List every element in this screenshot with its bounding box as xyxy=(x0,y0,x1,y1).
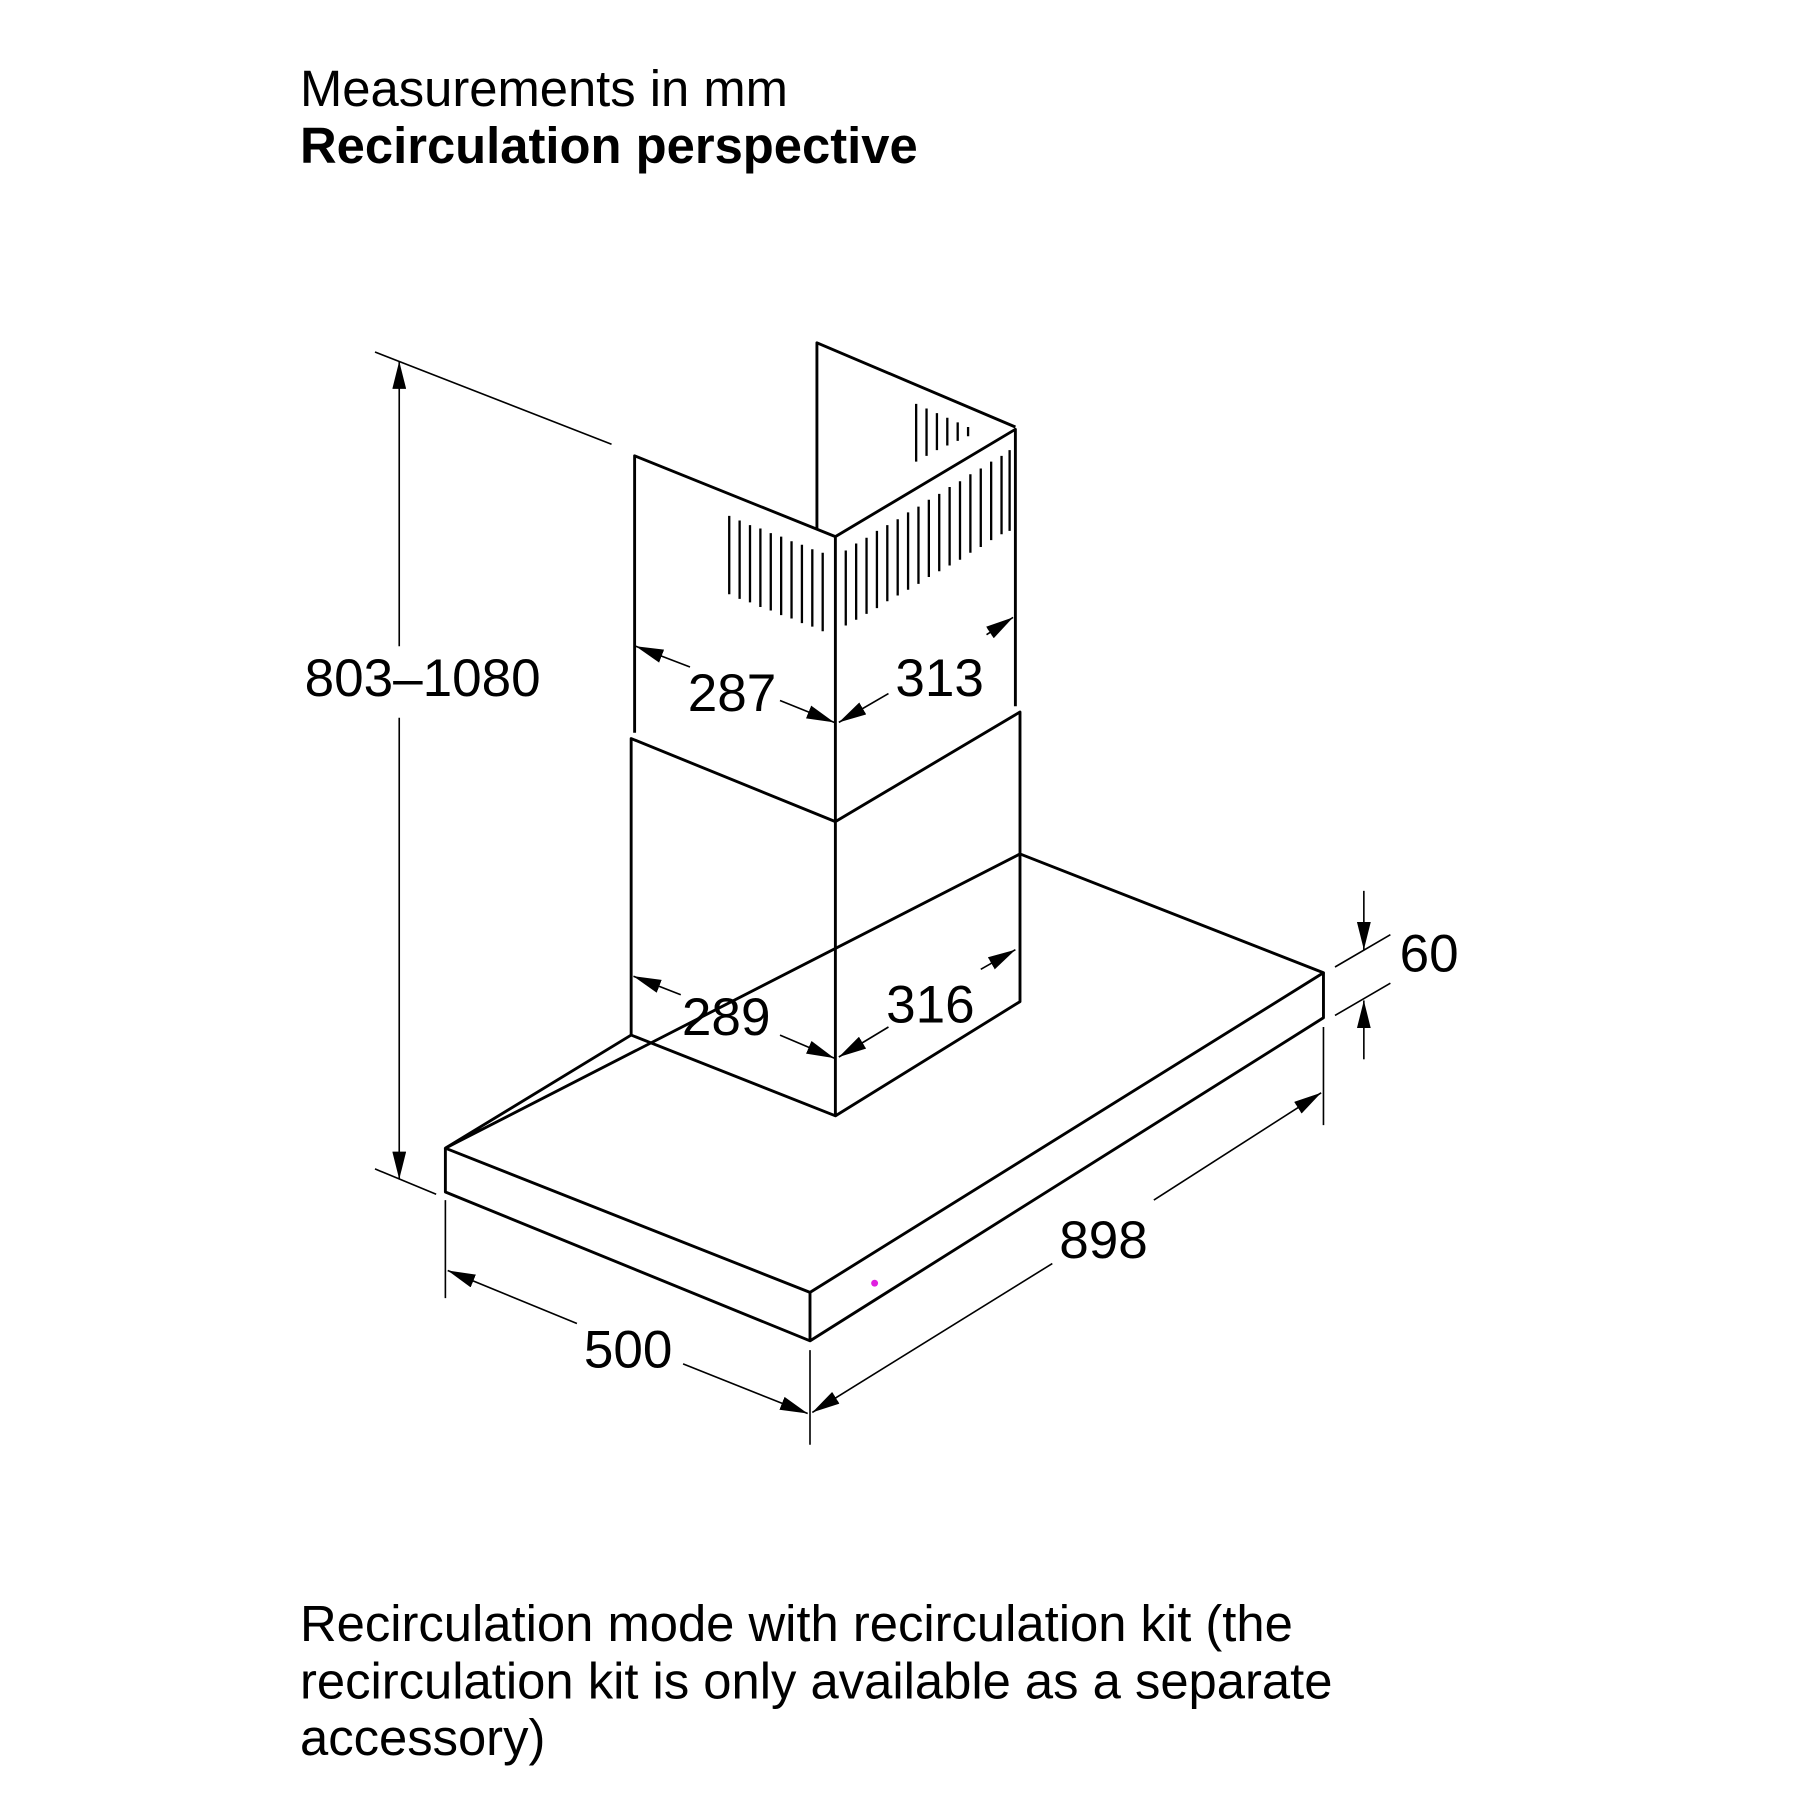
dim-canopy-width: 898 xyxy=(1059,1211,1148,1270)
dim-upper-depth: 287 xyxy=(688,664,777,723)
dim-height-range: 803–1080 xyxy=(305,649,541,708)
hood-drawing xyxy=(443,341,1325,1343)
dim-canopy-thickness: 60 xyxy=(1400,925,1459,984)
dim-lower-width: 316 xyxy=(886,975,975,1034)
footer-line: recirculation kit is only available as a… xyxy=(300,1653,1332,1710)
canopy-front xyxy=(443,972,1325,1343)
dimension-lines xyxy=(374,351,1391,1445)
dim-canopy-depth: 500 xyxy=(584,1320,673,1379)
footer-line: Recirculation mode with recirculation ki… xyxy=(300,1595,1293,1652)
vent-slots xyxy=(728,403,1011,632)
canopy-top xyxy=(443,852,1325,1294)
footer-note: Recirculation mode with recirculation ki… xyxy=(300,1595,1332,1766)
units-note: Measurements in mm xyxy=(300,60,788,117)
footer-line: accessory) xyxy=(300,1709,545,1766)
diagram-title: Recirculation perspective xyxy=(300,117,918,174)
marker-dot xyxy=(871,1279,879,1287)
dim-upper-width: 313 xyxy=(895,649,984,708)
dim-lower-depth: 289 xyxy=(682,988,771,1047)
upper-chimney xyxy=(633,341,1017,822)
